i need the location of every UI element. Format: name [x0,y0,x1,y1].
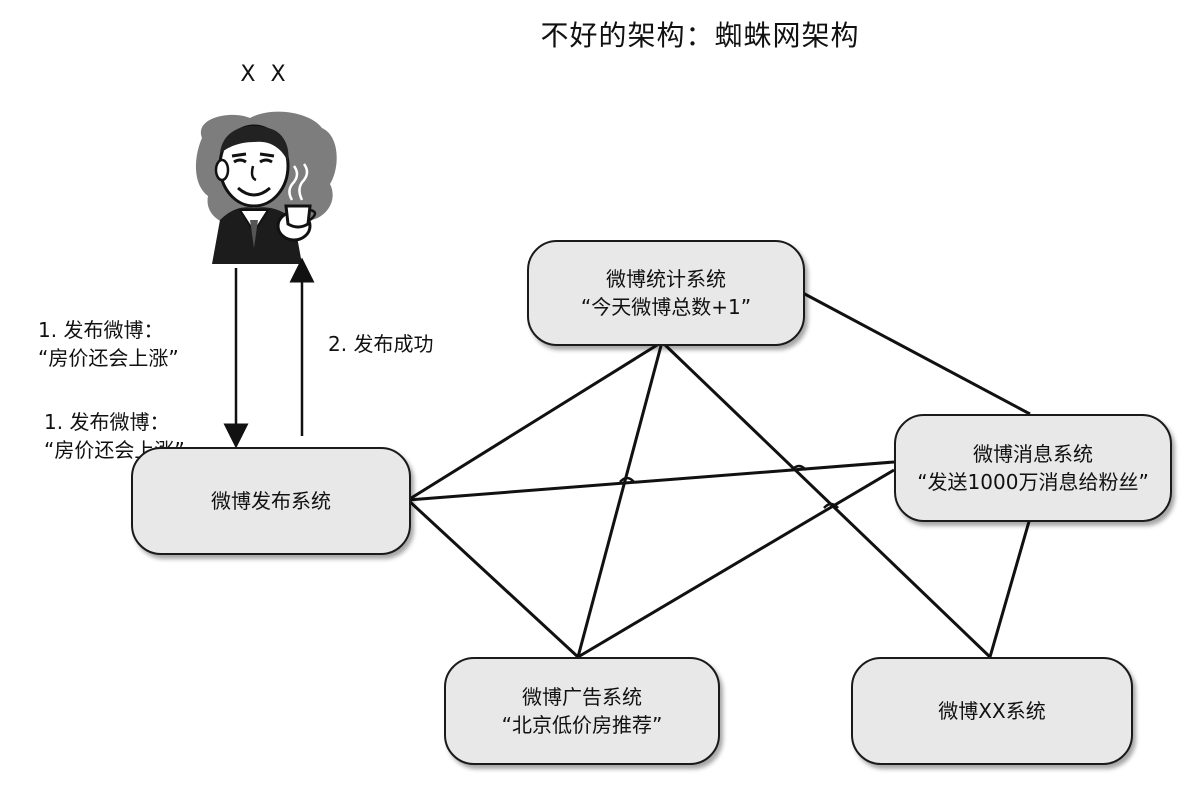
system-name: 微博统计系统 [606,267,726,291]
link-publish-ad [406,498,580,659]
link-stats-ad [576,341,664,658]
link-stats-message [800,290,1031,416]
user-label: X X [240,62,290,87]
system-name: 微博发布系统 [211,489,331,513]
line-crossing-hop [823,502,839,509]
system-name: 微博消息系统 [973,442,1093,466]
system-box-publish: 微博发布系统 [131,447,411,555]
line-crossing-hop [791,464,807,471]
system-detail: “今天微博总数+1” [580,295,752,319]
link-publish-stats [407,340,663,502]
publish-request-label: 1. 发布微博： “房价还会上涨” [38,318,179,370]
link-publish-message [407,460,895,502]
user-avatar-icon [195,111,337,264]
system-box-xx: 微博XX系统 [851,657,1133,765]
system-name: 微博广告系统 [522,685,642,709]
link-stats-xx [660,340,992,659]
system-box-ad: 微博广告系统 “北京低价房推荐” [444,657,720,765]
line-crossing-hop [619,476,635,483]
system-detail: “发送1000万消息给粉丝” [917,470,1149,494]
link-message-xx [988,517,1032,658]
system-box-stats: 微博统计系统 “今天微博总数+1” [527,240,805,346]
publish-success-label: 2. 发布成功 [328,332,434,356]
system-detail: “北京低价房推荐” [501,713,663,737]
system-name: 微博XX系统 [938,699,1046,723]
system-box-message: 微博消息系统 “发送1000万消息给粉丝” [894,414,1172,522]
diagram-title: 不好的架构：蜘蛛网架构 [540,19,860,52]
link-ad-message [577,468,895,659]
